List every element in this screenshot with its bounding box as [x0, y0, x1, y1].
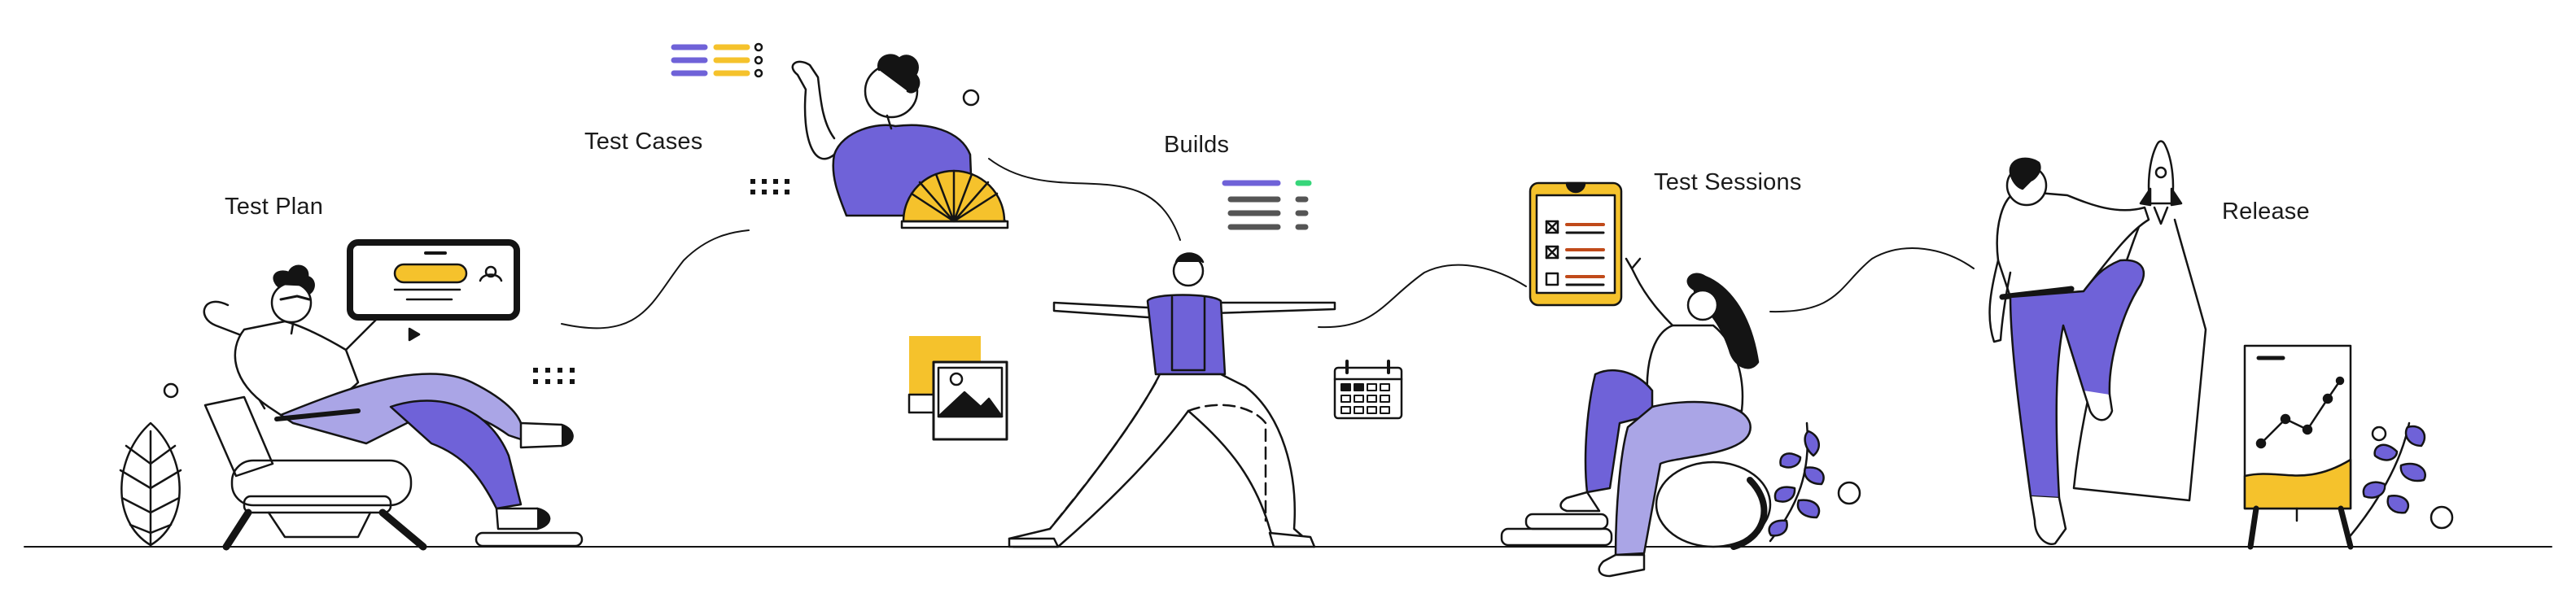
dot-grid	[750, 179, 789, 194]
calendar-icon	[1333, 360, 1403, 420]
connector-curve	[988, 158, 1181, 241]
plant-icon	[119, 421, 182, 547]
play-icon	[408, 327, 421, 342]
plant-icon	[1768, 421, 1825, 543]
rocket-icon	[2139, 140, 2183, 225]
decor-circle	[2371, 426, 2387, 442]
clipboard-icon	[1529, 181, 1623, 307]
image-icon	[908, 336, 1008, 441]
person-on-ball	[1500, 257, 1772, 578]
build-list-icon	[1222, 180, 1312, 230]
chart-board-icon	[2243, 344, 2354, 550]
connector-curve	[1318, 264, 1527, 329]
phone-mockup	[347, 239, 520, 321]
person-reclining	[203, 264, 584, 548]
decor-circle	[962, 89, 980, 107]
decor-circle	[1837, 481, 1861, 505]
connector-curve	[1769, 247, 1975, 313]
dot-grid	[533, 368, 575, 384]
armchair	[203, 395, 427, 551]
plant-icon	[2346, 421, 2426, 540]
decor-circle	[2429, 505, 2454, 530]
checklist-icon	[671, 42, 763, 78]
stage-label-test-cases: Test Cases	[584, 129, 703, 155]
connector-curve	[561, 229, 750, 330]
stage-label-test-sessions: Test Sessions	[1654, 169, 1802, 195]
person-release	[1988, 157, 2150, 546]
stage-label-builds: Builds	[1164, 132, 1230, 158]
stage-label-test-plan: Test Plan	[225, 194, 324, 220]
decor-circle	[163, 382, 179, 399]
stage-label-release: Release	[2222, 199, 2310, 225]
person-pointing	[791, 54, 1009, 229]
person-yoga	[1008, 252, 1336, 548]
